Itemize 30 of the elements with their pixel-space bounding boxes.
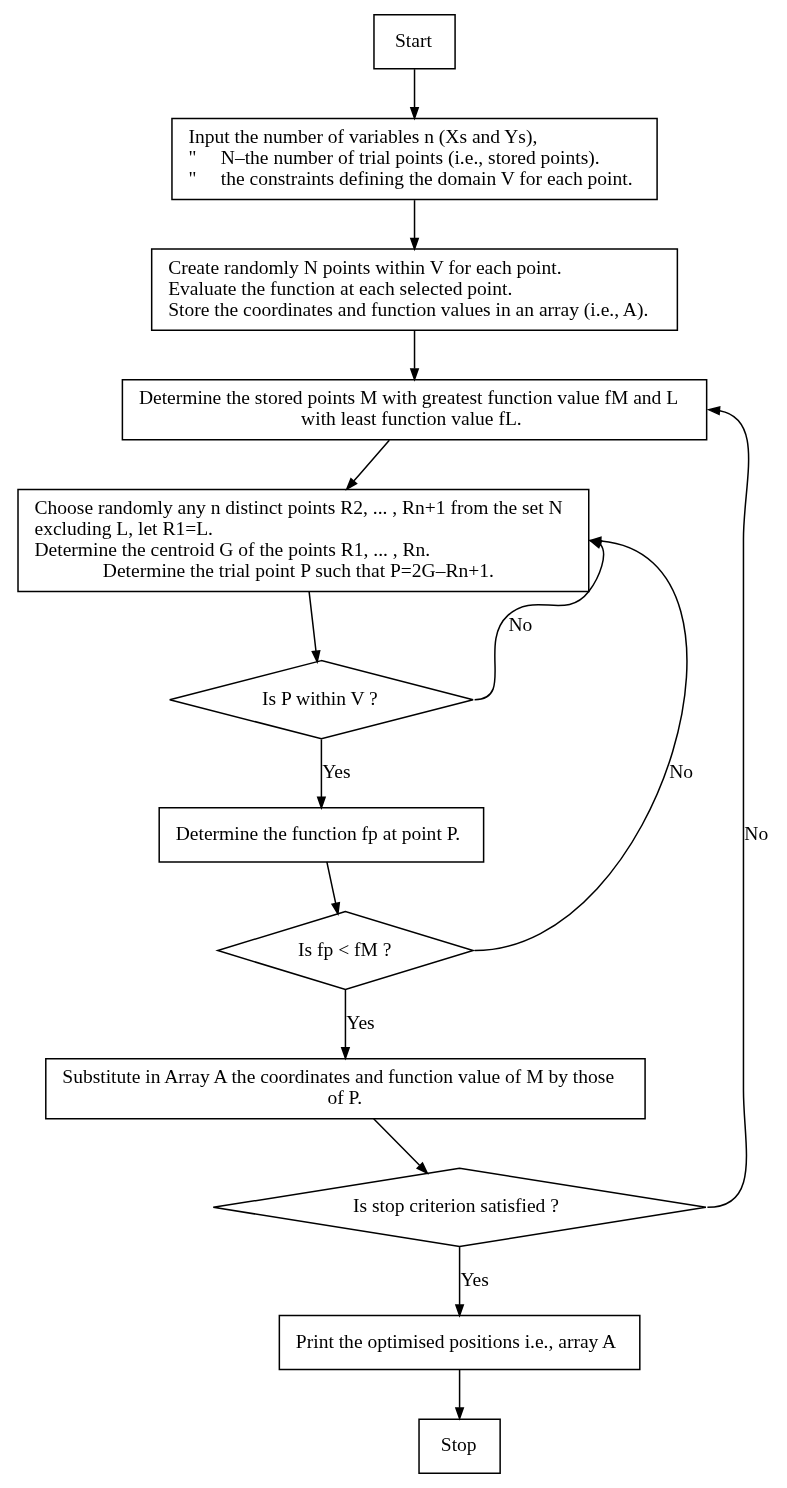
arrow: [409, 330, 420, 382]
arrow: [308, 591, 321, 664]
arrow: [372, 1118, 429, 1175]
arrow: [454, 1246, 465, 1318]
node-box: Substitute in Array A the coordinates and function value of M by those of P.: [45, 1057, 646, 1120]
node-box: Determine the function fp at point P.: [158, 807, 485, 863]
edge-label: No: [508, 614, 533, 636]
arrow: [706, 406, 750, 1209]
node-diamond: Is P within V ?: [168, 659, 474, 740]
node-box: Choose randomly any n distinct points R2, ... , Rn+1 from the set N excluding L, let R1=L. Determine the centroid G of the points R1, ... , Rn. Determine the trial point P such that P=2G–Rn+1.: [17, 488, 590, 593]
node-box: Input the number of variables n (Xs and Ys), " N–the number of trial points (i.e., stored points). " the constraints defining the domain V for each point.: [171, 117, 658, 201]
arrow: [409, 199, 420, 252]
edge-label: Yes: [346, 1012, 375, 1034]
node-box: Determine the stored points M with greatest function value fM and L with least function value fL.: [121, 379, 708, 441]
edge-label: No: [744, 822, 769, 844]
node-diamond: Is stop criterion satisfied ?: [212, 1167, 707, 1248]
node-box: Stop: [418, 1418, 501, 1474]
arrow: [454, 1369, 465, 1421]
node-box: Print the optimised positions i.e., array A: [278, 1314, 641, 1371]
edge-label: Yes: [460, 1269, 489, 1291]
edge-label: Yes: [322, 761, 351, 783]
arrow: [316, 738, 327, 811]
arrow: [326, 861, 341, 916]
arrow: [340, 988, 351, 1061]
node-box: Create randomly N points within V for each point. Evaluate the function at each selected point. Store the coordinates and function values in an array (i.e., A).: [150, 248, 679, 331]
node-box: Start: [373, 14, 456, 70]
edge-label: No: [669, 761, 694, 783]
arrow: [409, 68, 420, 121]
node-diamond: Is fp < fM ?: [215, 910, 476, 991]
arrow: [345, 439, 391, 491]
